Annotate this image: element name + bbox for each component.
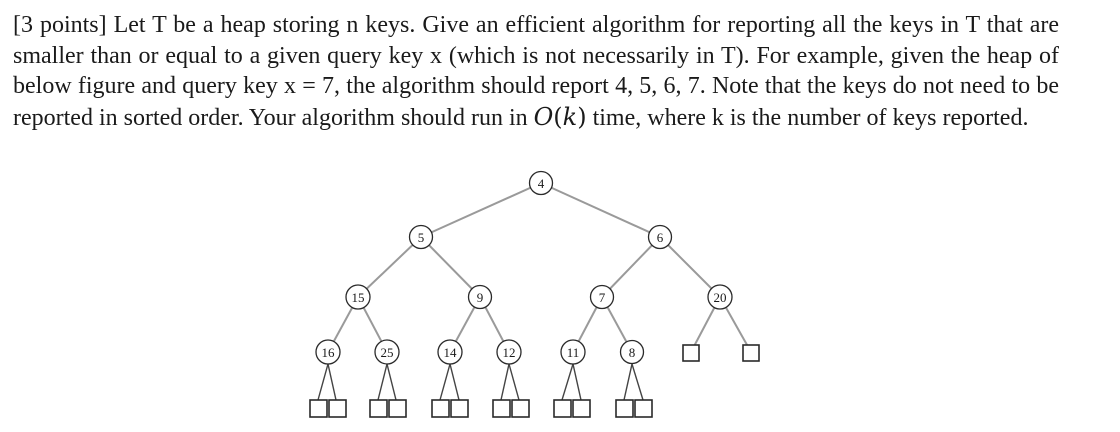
edge-4-6 [540,182,661,238]
heap-node: 14 [437,339,463,365]
heap-node: 16 [315,339,341,365]
external-leaf [742,344,760,362]
edge-4-5 [420,182,542,238]
leaf-edge [449,363,460,401]
leaf-edges [317,363,644,401]
heap-node: 25 [374,339,400,365]
problem-statement: [3 points] Let T be a heap storing n key… [13,10,1059,133]
external-leaf [328,399,347,418]
svg-text:16: 16 [322,345,336,360]
leaf-edge [572,363,582,401]
edge-6-7 [601,236,661,298]
svg-text:8: 8 [629,345,636,360]
big-o-symbol: O [533,102,554,131]
external-leaf [572,399,591,418]
leaf-edge [623,363,633,401]
heap-node-root: 4 [528,170,554,196]
leaf-edge [631,363,644,401]
heap-node: 15 [345,284,371,310]
svg-text:14: 14 [444,345,458,360]
external-leaves [309,344,760,418]
svg-text:12: 12 [503,345,516,360]
leaf-edge [561,363,574,401]
external-leaf [682,344,700,362]
svg-text:25: 25 [381,345,394,360]
leaf-edge [317,363,329,401]
leaf-edge [500,363,510,401]
big-o-variable: k [562,102,578,131]
external-leaf [369,399,388,418]
heap-node: 20 [707,284,733,310]
external-leaf [492,399,511,418]
heap-node: 12 [496,339,522,365]
svg-text:7: 7 [599,290,606,305]
svg-text:20: 20 [714,290,727,305]
edge-6-20 [659,236,721,298]
svg-text:11: 11 [567,345,580,360]
heap-node: 6 [647,224,673,250]
external-leaf [309,399,328,418]
heap-node: 8 [619,339,645,365]
svg-text:6: 6 [657,230,664,245]
big-o-close-paren: ) [577,102,587,131]
problem-text-end: time, where k is the number of keys repo… [586,104,1029,131]
heap-node: 7 [589,284,615,310]
big-o-open-paren: ( [553,102,563,131]
leaf-edge [386,363,397,401]
svg-text:5: 5 [418,230,425,245]
problem-text: [3 points] Let T be a heap storing n key… [13,12,1059,131]
external-leaf [431,399,450,418]
svg-text:15: 15 [352,290,365,305]
leaf-edge [508,363,520,401]
heap-edges [327,182,752,353]
big-o-expression: O(k) [534,103,587,131]
heap-node: 11 [560,339,586,365]
external-leaf [388,399,407,418]
external-leaf [615,399,634,418]
svg-text:4: 4 [538,176,545,191]
leaf-edge [377,363,388,401]
edge-5-15 [357,236,422,298]
external-leaf [511,399,530,418]
heap-node: 9 [467,284,493,310]
leaf-edge [439,363,451,401]
external-leaf [634,399,653,418]
leaf-edge [327,363,337,401]
svg-text:9: 9 [477,290,484,305]
external-leaf [450,399,469,418]
external-leaf [553,399,572,418]
heap-node: 5 [408,224,434,250]
edge-5-9 [420,236,481,298]
